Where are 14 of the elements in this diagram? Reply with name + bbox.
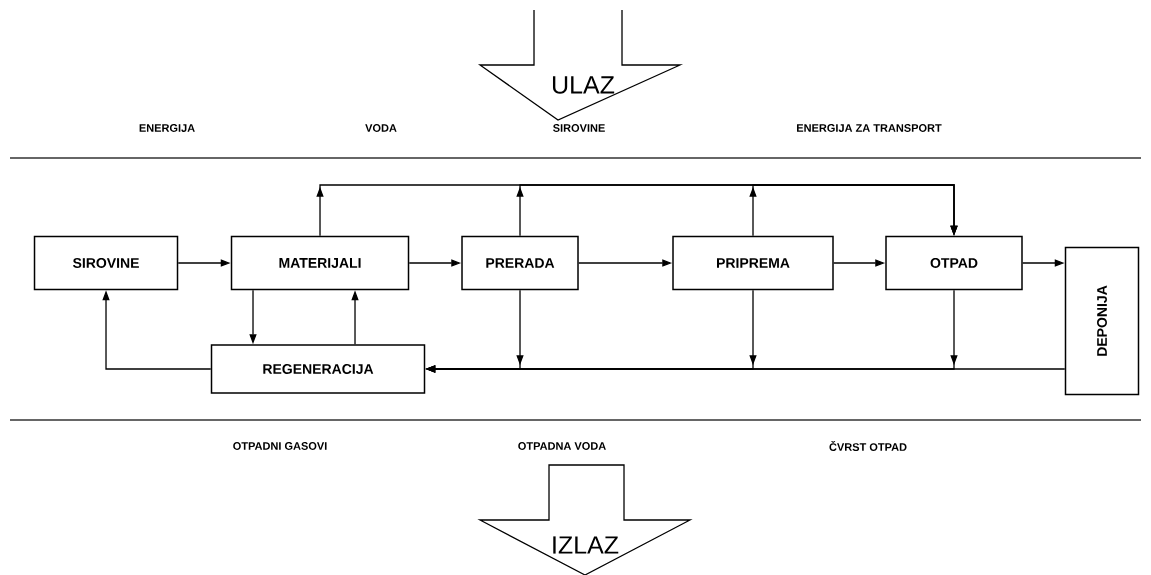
process-box: MATERIJALI bbox=[230, 235, 410, 291]
process-box: PRIPREMA bbox=[672, 235, 834, 291]
flow-label: OTPADNI GASOVI bbox=[233, 442, 327, 450]
process-box: PRERADA bbox=[461, 235, 579, 291]
flow-label: ČVRST OTPAD bbox=[829, 441, 907, 451]
process-box: REGENERACIJA bbox=[210, 344, 426, 394]
flow-label: ENERGIJA ZA TRANSPORT bbox=[797, 124, 942, 132]
process-box: OTPAD bbox=[885, 235, 1023, 291]
flow-label: ENERGIJA bbox=[139, 124, 195, 132]
arrow bbox=[749, 184, 958, 237]
process-box: DEPONIJA bbox=[1064, 246, 1140, 396]
flow-label: OTPADNA VODA bbox=[518, 442, 606, 450]
flow-label: VODA bbox=[365, 124, 397, 132]
process-box: SIROVINE bbox=[33, 235, 179, 291]
